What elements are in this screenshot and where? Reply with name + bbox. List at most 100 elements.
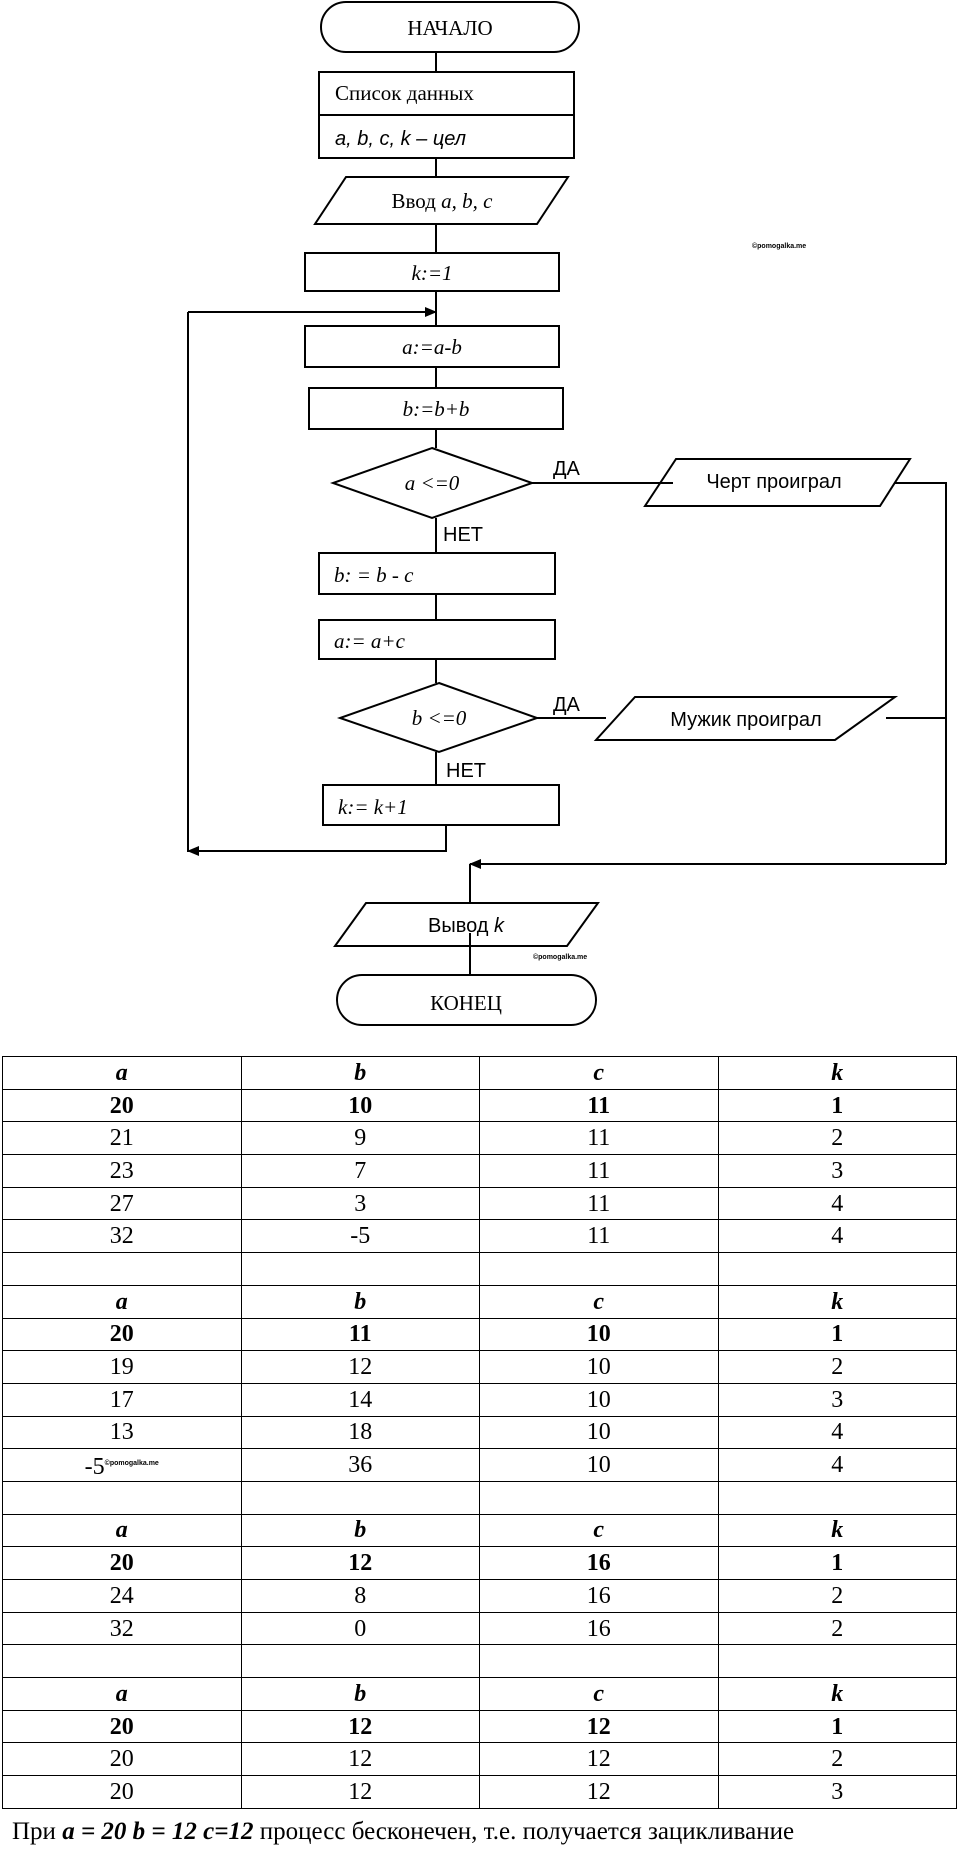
output-parallelogram [333, 902, 600, 947]
table-cell: 2 [717, 1742, 957, 1777]
header-cell: k [717, 1056, 957, 1090]
step-a1-label: a:=a-b [402, 335, 462, 359]
table-row: 23 7 11 3 [2, 1154, 957, 1188]
table-cell: 13 [2, 1415, 242, 1450]
table-cell: 20 [2, 1317, 242, 1352]
table-cell: 3 [240, 1186, 480, 1221]
data-list-header: Список данных [335, 81, 474, 105]
table-cell: 12 [479, 1709, 719, 1744]
table-initial-row: 20 10 11 1 [2, 1088, 957, 1123]
table-cell: 2 [717, 1350, 957, 1384]
step-a2-box [318, 619, 556, 660]
init-k-box [304, 252, 560, 292]
decision-1 [329, 446, 536, 520]
table-cell: 20 [2, 1709, 242, 1744]
table-cell: 10 [479, 1317, 719, 1352]
conclusion-suffix: процесс бесконечен, т.е. получается заци… [259, 1818, 795, 1845]
header-cell: a [2, 1677, 242, 1711]
header-cell: b [240, 1056, 480, 1090]
table-cell: 10 [479, 1415, 719, 1450]
table-cell: 20 [2, 1088, 242, 1123]
conclusion-params: a = 20 b = 12 c=12 [62, 1818, 254, 1845]
table-cell: 12 [479, 1742, 719, 1777]
table-cell: 3 [717, 1154, 957, 1188]
header-cell: b [240, 1284, 480, 1319]
header-cell: c [479, 1513, 719, 1548]
table-cell: 0 [240, 1611, 480, 1646]
table-initial-row: 20 11 10 1 [2, 1317, 957, 1352]
table-cell: 32 [2, 1611, 242, 1646]
table-cell: 8 [240, 1579, 480, 1613]
out2-label: Мужик проиграл [670, 709, 821, 731]
table-cell: 11 [479, 1121, 719, 1156]
cond2-yes-label: ДА [553, 694, 581, 716]
watermark: ©pomogalka.me [752, 242, 806, 250]
table-cell: 12 [240, 1350, 480, 1384]
table-cell: 7 [240, 1154, 480, 1188]
header-cell: a [2, 1513, 242, 1548]
table-cell: 11 [479, 1186, 719, 1221]
table-cell: 23 [2, 1154, 242, 1188]
table-cell: 20 [2, 1775, 242, 1809]
table-row: 13 18 10 4 [2, 1415, 957, 1450]
init-k-label: k:=1 [412, 261, 453, 285]
table-cell: 2 [717, 1579, 957, 1613]
table-cell: -5©pomogalka.me [2, 1448, 242, 1482]
end-label: КОНЕЦ [430, 991, 502, 1015]
step-b2-box [318, 552, 556, 595]
table-row: 32 0 16 2 [2, 1611, 957, 1646]
start-label: НАЧАЛО [407, 16, 492, 40]
header-cell: k [717, 1284, 957, 1319]
watermark: ©pomogalka.me [104, 1459, 159, 1467]
output-label: Вывод k [428, 915, 505, 937]
right-merge-line [894, 482, 947, 864]
header-cell: a [2, 1284, 242, 1319]
table-cell: 20 [2, 1546, 242, 1580]
table-cell: -5 [240, 1219, 480, 1254]
table-cell: 11 [479, 1088, 719, 1123]
table-row: 32 -5 11 4 [2, 1219, 957, 1254]
table-cell: 16 [479, 1579, 719, 1613]
table-cell: 12 [240, 1546, 480, 1580]
cond1-label: a <=0 [405, 471, 460, 495]
data-types: a, b, c, k – цел [335, 128, 466, 150]
table-cell: 18 [240, 1415, 480, 1450]
table-initial-row: 20 12 16 1 [2, 1546, 957, 1580]
table-row: 17 14 10 3 [2, 1382, 957, 1417]
table-cell: 12 [240, 1742, 480, 1777]
table-cell: 9 [240, 1121, 480, 1156]
header-cell: c [479, 1056, 719, 1090]
header-cell: k [717, 1677, 957, 1711]
spacer-row [2, 1480, 957, 1515]
table-cell: 2 [717, 1611, 957, 1646]
table-row: 19 12 10 2 [2, 1350, 957, 1384]
header-cell: a [2, 1056, 242, 1090]
table-cell: 17 [2, 1382, 242, 1417]
table-row: 20 12 12 2 [2, 1742, 957, 1777]
input-label: Ввод a, b, c [392, 189, 494, 213]
cell-value: -5 [84, 1453, 105, 1480]
table-cell: 27 [2, 1186, 242, 1221]
output-man-lost [593, 696, 899, 741]
cond2-no-label: НЕТ [446, 760, 486, 782]
input-vars: a, b, c [441, 189, 493, 213]
table-cell: 19 [2, 1350, 242, 1384]
end-terminator [336, 974, 597, 1026]
table-row: 24 8 16 2 [2, 1579, 957, 1613]
input-word: Ввод [392, 189, 437, 213]
table-cell: 12 [479, 1775, 719, 1809]
table-initial-row: 20 12 12 1 [2, 1709, 957, 1744]
step-b1-label: b:=b+b [403, 397, 470, 421]
table-row: 27 3 11 4 [2, 1186, 957, 1221]
cond1-no-label: НЕТ [443, 524, 483, 546]
header-cell: k [717, 1513, 957, 1548]
table-cell: 10 [479, 1448, 719, 1482]
table-cell: 3 [717, 1775, 957, 1809]
table-cell: 10 [240, 1088, 480, 1123]
table-cell: 11 [479, 1154, 719, 1188]
decision-2 [336, 681, 541, 754]
step-k-label: k:= k+1 [338, 795, 408, 819]
table-cell: 1 [717, 1317, 957, 1352]
table-cell: 12 [240, 1775, 480, 1809]
table-cell: 1 [717, 1088, 957, 1123]
